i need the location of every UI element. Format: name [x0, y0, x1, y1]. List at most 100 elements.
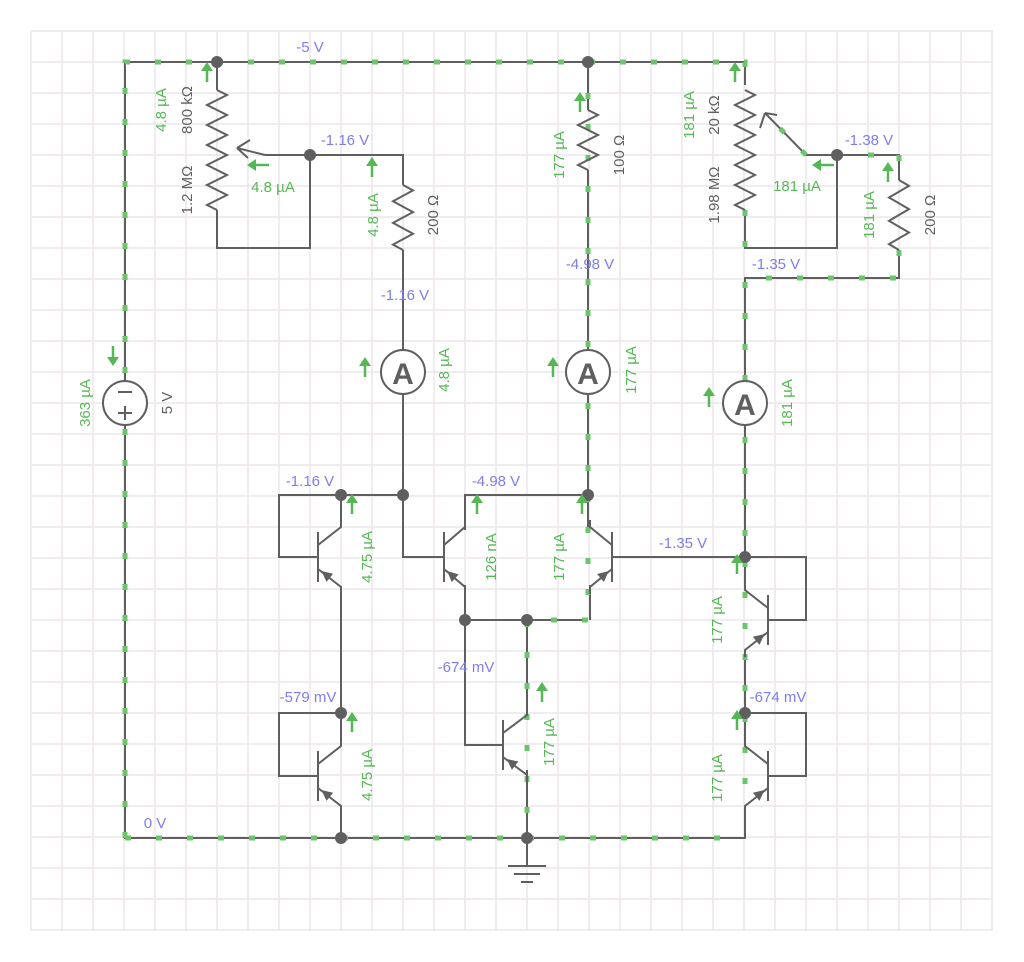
arrow-up-icon — [471, 494, 483, 514]
wire — [464, 494, 588, 530]
arrow-up-icon — [729, 62, 741, 82]
ammeter-2[interactable]: A — [565, 349, 611, 395]
voltage-label: -4.98 V — [472, 473, 520, 490]
current-label: 177 µA — [541, 718, 558, 766]
voltage-label: 0 V — [144, 815, 167, 832]
wire — [124, 425, 746, 839]
arrow-up-icon — [882, 162, 894, 182]
voltage-label: -1.16 V — [321, 132, 369, 149]
node-dot — [397, 489, 409, 501]
component-value: 1.98 MΩ — [706, 166, 723, 223]
current-label: 4.8 µA — [365, 193, 382, 237]
node-dot — [335, 707, 347, 719]
current-arrows — [107, 62, 894, 732]
ammeter-icon: A — [392, 358, 414, 391]
resistor-200-ohm — [390, 184, 416, 251]
arrow-up-icon — [731, 710, 743, 730]
transistor-q4 — [589, 520, 613, 594]
arrow-up-icon — [574, 92, 586, 112]
wire — [764, 112, 837, 156]
wiper-arrow-icon — [236, 139, 266, 159]
wire — [216, 155, 311, 249]
voltage-label: -1.16 V — [286, 473, 334, 490]
current-label: 181 µA — [681, 91, 698, 139]
arrow-up-icon — [547, 357, 559, 377]
arrow-up-icon — [703, 387, 715, 407]
ammeter-icon: A — [577, 358, 599, 391]
ammeter-icon: A — [734, 389, 756, 422]
wire — [402, 394, 444, 558]
current-label: 177 µA — [709, 596, 726, 644]
current-label: 4.75 µA — [359, 531, 376, 583]
current-label: 4.8 µA — [153, 88, 170, 132]
current-label: 177 µA — [551, 131, 568, 179]
current-label: 181 µA — [773, 178, 821, 195]
ground-symbol — [508, 838, 546, 883]
voltage-label: -1.35 V — [659, 535, 707, 552]
arrow-up-icon — [536, 682, 548, 702]
transistor-q7 — [744, 739, 769, 813]
node-dot — [304, 149, 316, 161]
current-label: 181 µA — [861, 191, 878, 239]
current-label: 177 µA — [551, 533, 568, 581]
battery-5v[interactable] — [102, 380, 148, 426]
current-label: 4.8 µA — [436, 348, 453, 392]
current-label: 363 µA — [77, 379, 94, 427]
component-value: 200 Ω — [922, 195, 939, 235]
arrow-up-icon — [201, 62, 213, 82]
arrow-up-icon — [359, 357, 371, 377]
component-value: 100 Ω — [611, 135, 628, 175]
wire — [278, 712, 341, 777]
resistor-200-ohm-b — [887, 179, 911, 251]
transistor-q1 — [317, 520, 342, 594]
voltage-label: -579 mV — [280, 689, 337, 706]
pot2-lower-resistor — [732, 149, 758, 211]
component-value: 5 V — [159, 392, 176, 415]
voltage-label: -1.16 V — [381, 287, 429, 304]
arrow-left-icon — [812, 159, 834, 171]
ammeter-3[interactable]: A — [722, 380, 768, 426]
component-value: 800 kΩ — [179, 86, 196, 134]
arrow-down-icon — [107, 346, 119, 366]
current-flow — [742, 250, 902, 808]
current-flow — [837, 152, 902, 180]
resistor-100-ohm — [575, 109, 601, 171]
pot1-lower-resistor — [204, 149, 230, 211]
wiper-arrow-icon — [759, 112, 778, 129]
arrow-left-icon — [247, 159, 269, 171]
wire — [310, 154, 404, 185]
component-value: 1.2 MΩ — [179, 166, 196, 215]
arrow-up-icon — [346, 712, 358, 732]
current-label: 181 µA — [779, 379, 796, 427]
node-dot — [831, 149, 843, 161]
wire — [744, 155, 838, 249]
arrow-up-icon — [366, 157, 378, 177]
transistor-q3 — [443, 520, 466, 594]
node-dot — [582, 489, 594, 501]
node-dot — [335, 489, 347, 501]
wire — [744, 250, 900, 381]
current-label: 4.75 µA — [359, 749, 376, 801]
transistor-q2 — [317, 739, 342, 813]
voltage-label: -674 mV — [750, 689, 807, 706]
current-flow — [524, 62, 591, 838]
voltage-label: -4.98 V — [566, 256, 614, 273]
ammeter-1[interactable]: A — [380, 349, 426, 395]
node-dot — [582, 56, 594, 68]
transistor-q6 — [744, 583, 769, 657]
components — [204, 56, 911, 844]
current-label: 4.8 µA — [251, 179, 295, 196]
wire — [745, 556, 807, 621]
node-dot — [739, 551, 751, 563]
wire — [464, 585, 503, 746]
current-flow — [122, 59, 748, 838]
node-dot — [459, 614, 471, 626]
current-label: 177 µA — [709, 754, 726, 802]
voltage-label: -1.35 V — [752, 256, 800, 273]
node-dot — [211, 56, 223, 68]
transistor-q5 — [502, 708, 528, 782]
wire — [745, 712, 807, 777]
voltage-label: -5 V — [296, 39, 324, 56]
current-label: 126 nA — [483, 533, 500, 581]
